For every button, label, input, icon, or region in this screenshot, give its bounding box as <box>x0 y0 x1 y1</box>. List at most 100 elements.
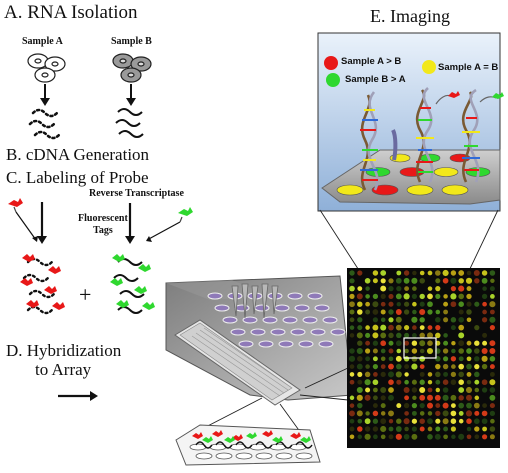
green-labeled-probes <box>110 254 155 314</box>
array-spot <box>364 394 371 401</box>
microarray-image <box>347 268 500 448</box>
array-spot <box>404 411 409 416</box>
array-spot <box>403 270 410 276</box>
legend-green-dot <box>326 73 340 87</box>
array-spot <box>442 410 449 417</box>
array-spot <box>474 301 480 307</box>
legend-a-gt-b: Sample A > B <box>341 56 402 67</box>
array-spot <box>474 348 480 354</box>
array-spot <box>481 293 488 300</box>
array-spot <box>450 270 457 276</box>
array-spot <box>419 301 425 307</box>
array-spot <box>427 434 433 440</box>
array-spot <box>365 348 371 354</box>
array-spot <box>443 294 448 299</box>
array-spot <box>450 418 457 424</box>
array-spot <box>356 363 363 370</box>
array-spot <box>419 402 425 409</box>
array-spot <box>419 355 426 362</box>
array-spot <box>380 434 386 440</box>
array-spot <box>442 277 449 284</box>
sample-a-cells-icon <box>27 53 66 83</box>
array-spot <box>411 379 417 385</box>
array-spot <box>489 340 496 347</box>
array-spot <box>442 394 449 401</box>
array-spot <box>481 363 488 370</box>
array-spot <box>443 309 449 315</box>
array-spot <box>387 371 395 378</box>
array-spot <box>380 395 386 401</box>
array-spot <box>474 379 480 385</box>
array-spot <box>489 348 496 354</box>
array-spot <box>364 379 371 386</box>
array-spot <box>395 324 402 331</box>
array-spot <box>395 293 402 300</box>
fluorescent-tags-label: Fluorescent Tags <box>78 213 128 237</box>
array-spot <box>396 301 402 307</box>
array-spot <box>427 394 433 401</box>
array-spot <box>458 285 465 292</box>
array-spot <box>403 293 410 300</box>
step-b-title: B. cDNA Generation <box>6 145 150 164</box>
array-spot <box>404 325 410 331</box>
array-spot <box>427 293 433 300</box>
sample-b-rna-icon <box>115 108 144 138</box>
array-spot <box>474 356 480 362</box>
array-spot <box>380 309 386 315</box>
array-spot <box>380 278 386 284</box>
hybridization-plate <box>165 275 353 441</box>
array-spot <box>466 286 472 292</box>
plate-wells <box>207 292 346 348</box>
array-spot <box>395 433 402 440</box>
array-spot <box>372 410 379 417</box>
array-spot <box>364 371 371 378</box>
array-spot <box>419 387 426 393</box>
array-spot <box>412 286 417 291</box>
array-spot <box>380 285 387 292</box>
array-spot <box>411 277 418 284</box>
array-spot <box>388 309 394 315</box>
array-spot <box>380 317 386 323</box>
zoom-box <box>403 337 437 359</box>
array-spot <box>380 301 386 307</box>
array-spot <box>357 270 363 276</box>
array-spot <box>349 285 355 292</box>
array-spot <box>395 340 402 347</box>
array-spot <box>443 317 449 323</box>
array-spot <box>427 426 433 432</box>
array-spot <box>435 387 441 393</box>
array-spot <box>419 278 425 284</box>
array-spot <box>465 277 473 284</box>
legend-yellow-dot <box>422 60 436 74</box>
array-spot <box>458 363 465 370</box>
array-spot <box>466 309 472 315</box>
array-spot <box>357 356 363 362</box>
array-spot <box>349 301 355 308</box>
array-spot <box>349 418 355 424</box>
array-spot <box>357 301 363 307</box>
array-spot <box>388 387 394 393</box>
array-spot <box>474 395 480 401</box>
array-spot <box>442 402 449 409</box>
array-spot <box>357 402 363 409</box>
array-spot <box>349 410 355 417</box>
array-spot <box>481 418 488 425</box>
array-spot <box>435 317 441 323</box>
array-spot <box>466 426 472 432</box>
array-spot <box>380 418 387 425</box>
array-spot <box>489 387 496 393</box>
array-spot <box>349 325 355 330</box>
array-spot <box>357 286 363 292</box>
array-spot <box>482 301 487 307</box>
array-spot <box>474 340 480 346</box>
array-spot <box>356 332 363 339</box>
array-spot <box>481 355 488 362</box>
array-spot <box>466 356 472 362</box>
array-spot <box>349 278 355 284</box>
array-spot <box>451 341 456 346</box>
array-spot <box>412 270 417 276</box>
array-spot <box>365 364 370 369</box>
array-spot <box>427 411 433 416</box>
